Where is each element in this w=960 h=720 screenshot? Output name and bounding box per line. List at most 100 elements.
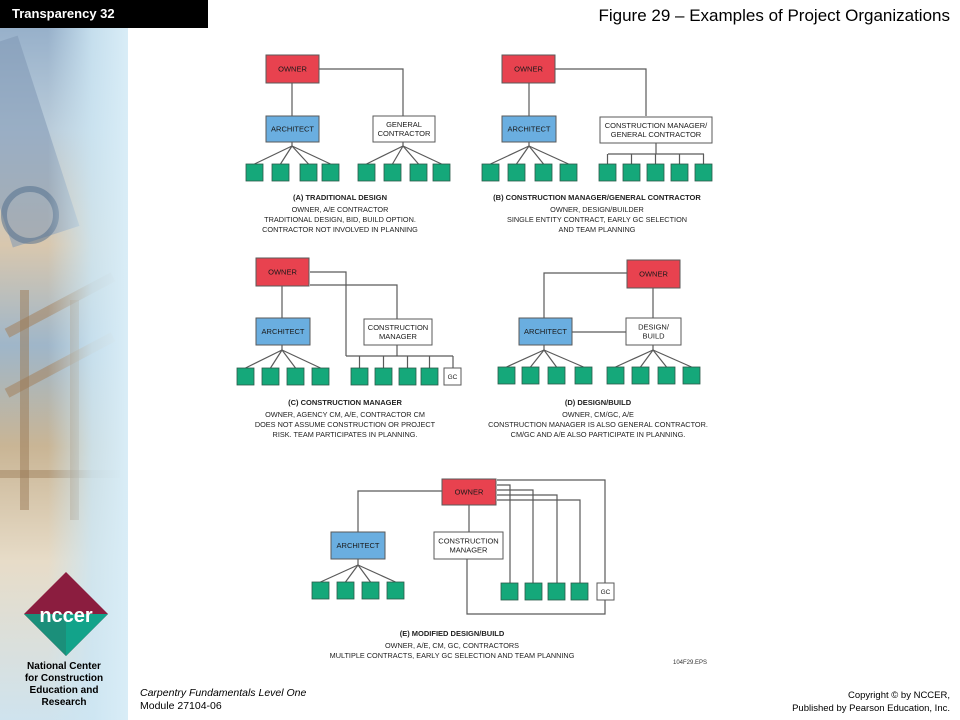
description-c-2: RISK. TEAM PARTICIPATES IN PLANNING.: [273, 430, 418, 439]
d-architect-subcontractor: [497, 366, 516, 385]
a-architect-box-label: ARCHITECT: [271, 125, 314, 134]
c-cm-subcontractor: [350, 367, 369, 386]
b-cm-box-label: CONSTRUCTION MANAGER/: [605, 121, 708, 130]
e-subcontractor: [547, 582, 566, 601]
e-owner-architect-link: [357, 490, 442, 532]
e-architect-subcontractor: [311, 581, 330, 600]
a-architect-branch: [279, 145, 293, 165]
e-subcontractor: [524, 582, 543, 601]
b-cm-subcontractor: [622, 163, 641, 182]
b-cm-subcontractor: [694, 163, 713, 182]
b-cm-subcontractor: [598, 163, 617, 182]
caption-c: (C) CONSTRUCTION MANAGER: [288, 398, 402, 407]
a-architect-subcontractor: [321, 163, 340, 182]
d-db-box-label: BUILD: [642, 332, 665, 341]
module-number: Module 27104-06: [140, 700, 222, 712]
a-contractor-box-label: GENERAL: [386, 120, 422, 129]
b-architect-box-label: ARCHITECT: [508, 125, 551, 134]
d-architect-branch: [543, 349, 584, 368]
description-c-0: OWNER, AGENCY CM, A/E, CONTRACTOR CM: [265, 410, 425, 419]
c-cm-subcontractor: [374, 367, 393, 386]
c-cm-subcontractor: [398, 367, 417, 386]
a-contractor-subcontractor: [432, 163, 451, 182]
d-db-subcontractor: [606, 366, 625, 385]
caption-a: (A) TRADITIONAL DESIGN: [293, 193, 387, 202]
a-owner-box-label: OWNER: [278, 65, 307, 74]
b-architect-branch: [528, 145, 569, 165]
e-owner-contract-3: [497, 499, 581, 583]
b-owner-box-label: OWNER: [514, 65, 543, 74]
e-architect-subcontractor: [361, 581, 380, 600]
e-architect-subcontractor: [336, 581, 355, 600]
d-db-box-label: DESIGN/: [638, 323, 670, 332]
a-architect-subcontractor: [245, 163, 264, 182]
description-b-1: SINGLE ENTITY CONTRACT, EARLY GC SELECTI…: [507, 215, 687, 224]
c-cm-box-label: CONSTRUCTION: [368, 323, 428, 332]
c-architect-branch: [281, 349, 296, 369]
c-architect-branch: [245, 349, 283, 369]
d-db-branch: [640, 349, 654, 368]
figure-title: Figure 29 – Examples of Project Organiza…: [598, 6, 950, 25]
b-architect-subcontractor: [559, 163, 578, 182]
description-d-1: CONSTRUCTION MANAGER IS ALSO GENERAL CON…: [488, 420, 708, 429]
c-architect-box-label: ARCHITECT: [262, 327, 305, 336]
e-architect-branch: [345, 564, 359, 583]
a-contractor-branch: [402, 145, 419, 165]
d-architect-subcontractor: [521, 366, 540, 385]
a-owner-box: OWNER: [265, 54, 320, 84]
description-d-2: CM/GC AND A/E ALSO PARTICIPATE IN PLANNI…: [511, 430, 686, 439]
transparency-badge: Transparency 32: [0, 0, 208, 28]
c-cm-box-label: MANAGER: [379, 332, 418, 341]
a-architect-subcontractor: [271, 163, 290, 182]
e-owner-contract-0: [497, 484, 511, 583]
course-title: Carpentry Fundamentals Level One: [140, 687, 307, 699]
a-architect-box: ARCHITECT: [265, 115, 320, 143]
e-architect-subcontractor: [386, 581, 405, 600]
c-cm-subcontractor: [420, 367, 439, 386]
e-gc-box: GC: [596, 582, 615, 601]
c-owner-trade-link: [310, 271, 347, 356]
b-cm-box: CONSTRUCTION MANAGER/GENERAL CONTRACTOR: [599, 116, 713, 144]
b-cm-subcontractor: [670, 163, 689, 182]
e-architect-box: ARCHITECT: [330, 531, 386, 560]
caption-b: (B) CONSTRUCTION MANAGER/GENERAL CONTRAC…: [493, 193, 701, 202]
a-architect-branch: [254, 145, 293, 165]
c-owner-cm-link: [310, 284, 398, 319]
c-architect-subcontractor: [236, 367, 255, 386]
c-gc-box: GC: [443, 367, 462, 386]
b-owner-cm-link: [529, 68, 647, 116]
c-architect-subcontractor: [286, 367, 305, 386]
e-gc-box-label: GC: [601, 589, 611, 596]
e-owner-box: OWNER: [441, 478, 497, 506]
description-b-2: AND TEAM PLANNING: [559, 225, 636, 234]
a-contractor-branch: [391, 145, 404, 165]
d-db-subcontractor: [657, 366, 676, 385]
d-db-branch: [652, 349, 667, 368]
e-architect-branch: [320, 564, 359, 583]
d-owner-box-label: OWNER: [639, 270, 668, 279]
c-gc-box-label: GC: [448, 374, 458, 381]
nccer-logo: nccer: [24, 572, 108, 656]
d-architect-branch: [543, 349, 557, 368]
a-contractor-branch: [402, 145, 442, 165]
e-owner-contract-1: [497, 489, 534, 583]
d-architect-branch: [530, 349, 545, 368]
d-architect-box: ARCHITECT: [518, 317, 573, 346]
description-a-0: OWNER, A/E CONTRACTOR: [292, 205, 389, 214]
a-contractor-branch: [366, 145, 404, 165]
d-db-subcontractor: [631, 366, 650, 385]
d-owner-box: OWNER: [626, 259, 681, 289]
a-contractor-subcontractor: [357, 163, 376, 182]
d-architect-subcontractor: [574, 366, 593, 385]
d-architect-branch: [506, 349, 545, 368]
d-architect-box-label: ARCHITECT: [524, 327, 567, 336]
description-c-1: DOES NOT ASSUME CONSTRUCTION OR PROJECT: [255, 420, 436, 429]
a-architect-branch: [291, 145, 309, 165]
e-architect-box-label: ARCHITECT: [337, 541, 380, 550]
c-owner-box: OWNER: [255, 257, 310, 287]
b-architect-subcontractor: [507, 163, 526, 182]
e-subcontractor: [500, 582, 519, 601]
